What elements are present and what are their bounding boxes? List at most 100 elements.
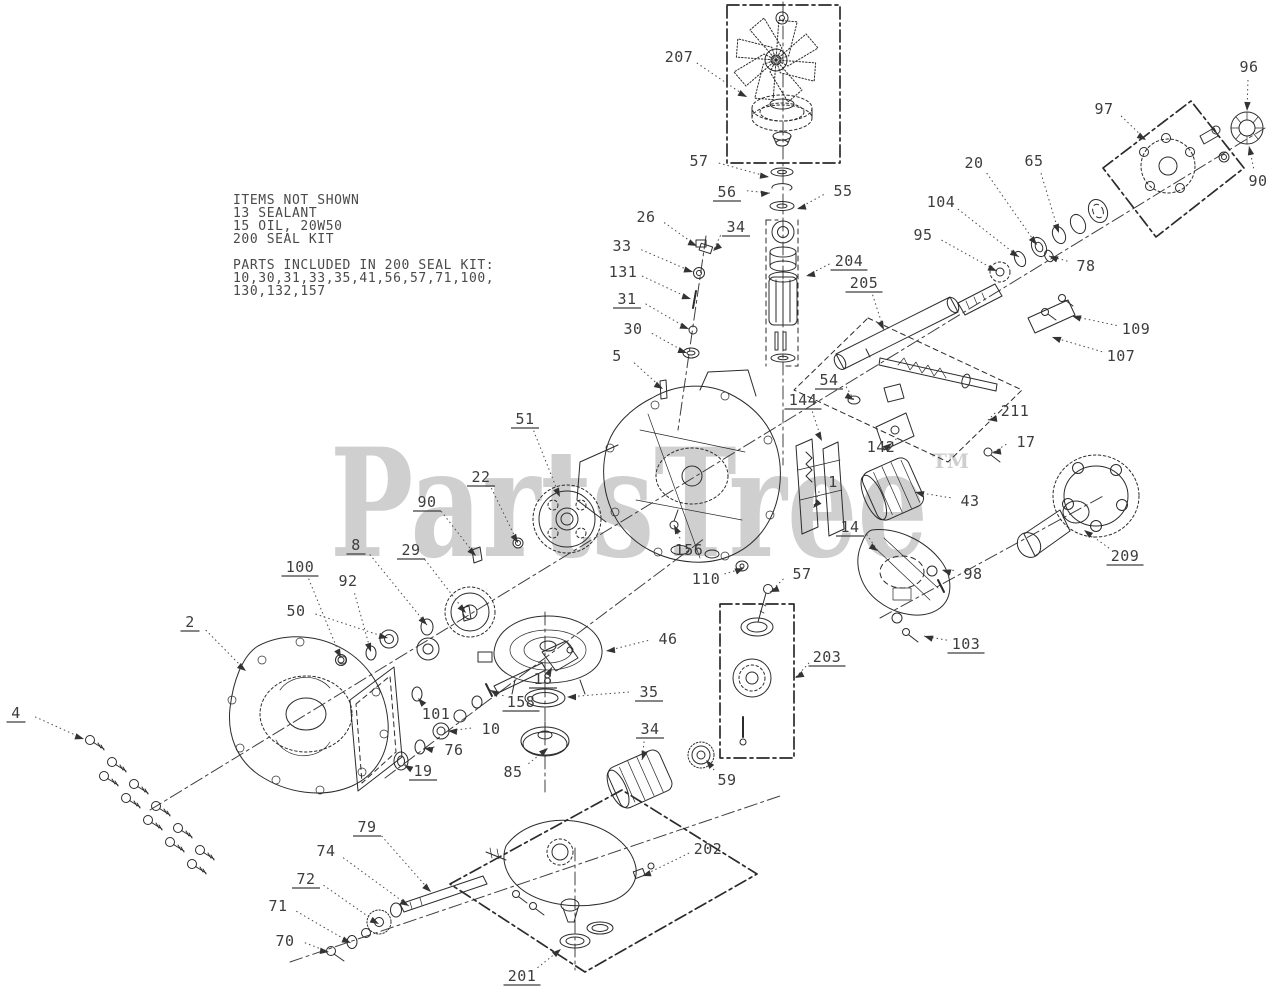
- part-label-text: 14: [840, 518, 859, 536]
- main-housing: [576, 369, 781, 563]
- leader-line: [812, 491, 820, 509]
- part-label-144: 144: [784, 391, 823, 442]
- part-label-text: 30: [623, 320, 642, 338]
- part-label-text: 202: [694, 840, 723, 858]
- leader-arrowhead: [1052, 223, 1059, 233]
- leader-line: [369, 554, 428, 626]
- part-label-209: 209: [1083, 529, 1144, 566]
- leader-line: [533, 430, 561, 498]
- leader-arrowhead: [942, 569, 952, 576]
- screw-icon: [85, 735, 105, 751]
- leader-arrowhead: [915, 491, 925, 498]
- part-label-text: 57: [689, 152, 708, 170]
- leader-arrowhead: [457, 604, 466, 613]
- note-line: PARTS INCLUDED IN 200 SEAL KIT:: [233, 258, 494, 273]
- part-label-22: 22: [467, 468, 519, 544]
- part-label-201: 201: [503, 948, 562, 986]
- leader-arrowhead: [1028, 236, 1037, 245]
- part-label-54: 54: [815, 371, 855, 401]
- note-line: 200 SEAL KIT: [233, 232, 334, 247]
- part-label-text: 10: [481, 720, 500, 738]
- pulley: [751, 94, 813, 147]
- leader-line: [987, 412, 996, 421]
- leader-arrowhead: [814, 431, 822, 441]
- part-label-78: 78: [1048, 255, 1095, 275]
- part-label-text: 22: [471, 468, 490, 486]
- part-label-55: 55: [796, 182, 852, 210]
- housing-screws: [85, 735, 215, 875]
- leader-arrowhead: [844, 392, 854, 400]
- part-label-text: 2: [185, 613, 195, 631]
- part-label-text: 34: [726, 218, 745, 236]
- part-label-text: 50: [286, 602, 305, 620]
- screw-icon: [187, 859, 207, 875]
- leader-arrowhead: [1084, 530, 1094, 538]
- leader-line: [1071, 315, 1117, 326]
- leader-arrowhead: [760, 190, 770, 198]
- part-label-text: 26: [636, 208, 655, 226]
- part-label-158: 158: [489, 689, 540, 712]
- part-label-text: 72: [296, 870, 315, 888]
- leader-line: [1246, 79, 1249, 112]
- part-label-text: 107: [1107, 347, 1136, 365]
- part-label-204: 204: [805, 252, 868, 278]
- brake-arm-small-parts: [659, 239, 714, 400]
- part-label-98: 98: [941, 565, 982, 583]
- leader-arrowhead: [868, 543, 878, 551]
- part-label-text: 158: [507, 693, 536, 711]
- part-label-4: 4: [6, 704, 85, 740]
- leader-line: [537, 948, 562, 969]
- part-label-text: 103: [952, 635, 981, 653]
- watermark-text: PartsTree: [330, 416, 928, 592]
- leader-line: [440, 510, 477, 557]
- part-label-46: 46: [605, 630, 677, 654]
- leader-line: [315, 613, 389, 639]
- leader-line: [872, 294, 885, 331]
- part-label-text: 74: [316, 842, 335, 860]
- part-label-text: 4: [11, 704, 21, 722]
- part-label-text: 70: [275, 932, 294, 950]
- leader-arrowhead: [552, 949, 561, 958]
- leader-line: [712, 235, 722, 252]
- side-housing: [227, 636, 389, 795]
- part-label-90: 90: [1247, 145, 1267, 190]
- part-label-92: 92: [338, 572, 372, 653]
- leader-line: [914, 491, 951, 499]
- part-label-51: 51: [511, 410, 561, 498]
- part-label-text: 205: [850, 274, 879, 292]
- leader-arrowhead: [334, 648, 341, 658]
- leader-line: [957, 208, 1020, 258]
- screw-icon: [143, 815, 163, 831]
- screw-icon: [165, 837, 185, 853]
- leader-line: [323, 884, 380, 925]
- part-label-31: 31: [613, 290, 690, 330]
- leader-arrowhead: [369, 916, 379, 924]
- leader-arrowhead: [813, 499, 822, 508]
- note-line: 15 OIL, 20W50: [233, 219, 343, 234]
- leader-arrowhead: [606, 646, 616, 654]
- part-label-text: 35: [639, 683, 658, 701]
- leader-arrowhead: [992, 448, 1002, 455]
- leader-line: [696, 62, 748, 98]
- leader-arrowhead: [490, 690, 500, 698]
- part-label-142: 142: [867, 438, 897, 456]
- watermark: PartsTree TM: [330, 416, 969, 592]
- part-label-100: 100: [281, 558, 342, 659]
- leader-line: [986, 172, 1038, 246]
- leader-arrowhead: [877, 320, 884, 330]
- leader-arrowhead: [544, 667, 552, 677]
- leader-line: [490, 487, 519, 544]
- leader-arrowhead: [737, 90, 747, 97]
- leader-arrowhead: [1247, 146, 1255, 156]
- part-label-text: 51: [515, 410, 534, 428]
- part-label-text: 156: [675, 541, 704, 559]
- brake-shaft-parts: [326, 875, 488, 962]
- part-label-text: 201: [508, 967, 537, 985]
- part-label-50: 50: [286, 602, 389, 640]
- screw-icon: [173, 823, 193, 839]
- gear-train: [335, 484, 602, 666]
- cylinder-block: [860, 457, 925, 521]
- leader-line: [724, 567, 745, 575]
